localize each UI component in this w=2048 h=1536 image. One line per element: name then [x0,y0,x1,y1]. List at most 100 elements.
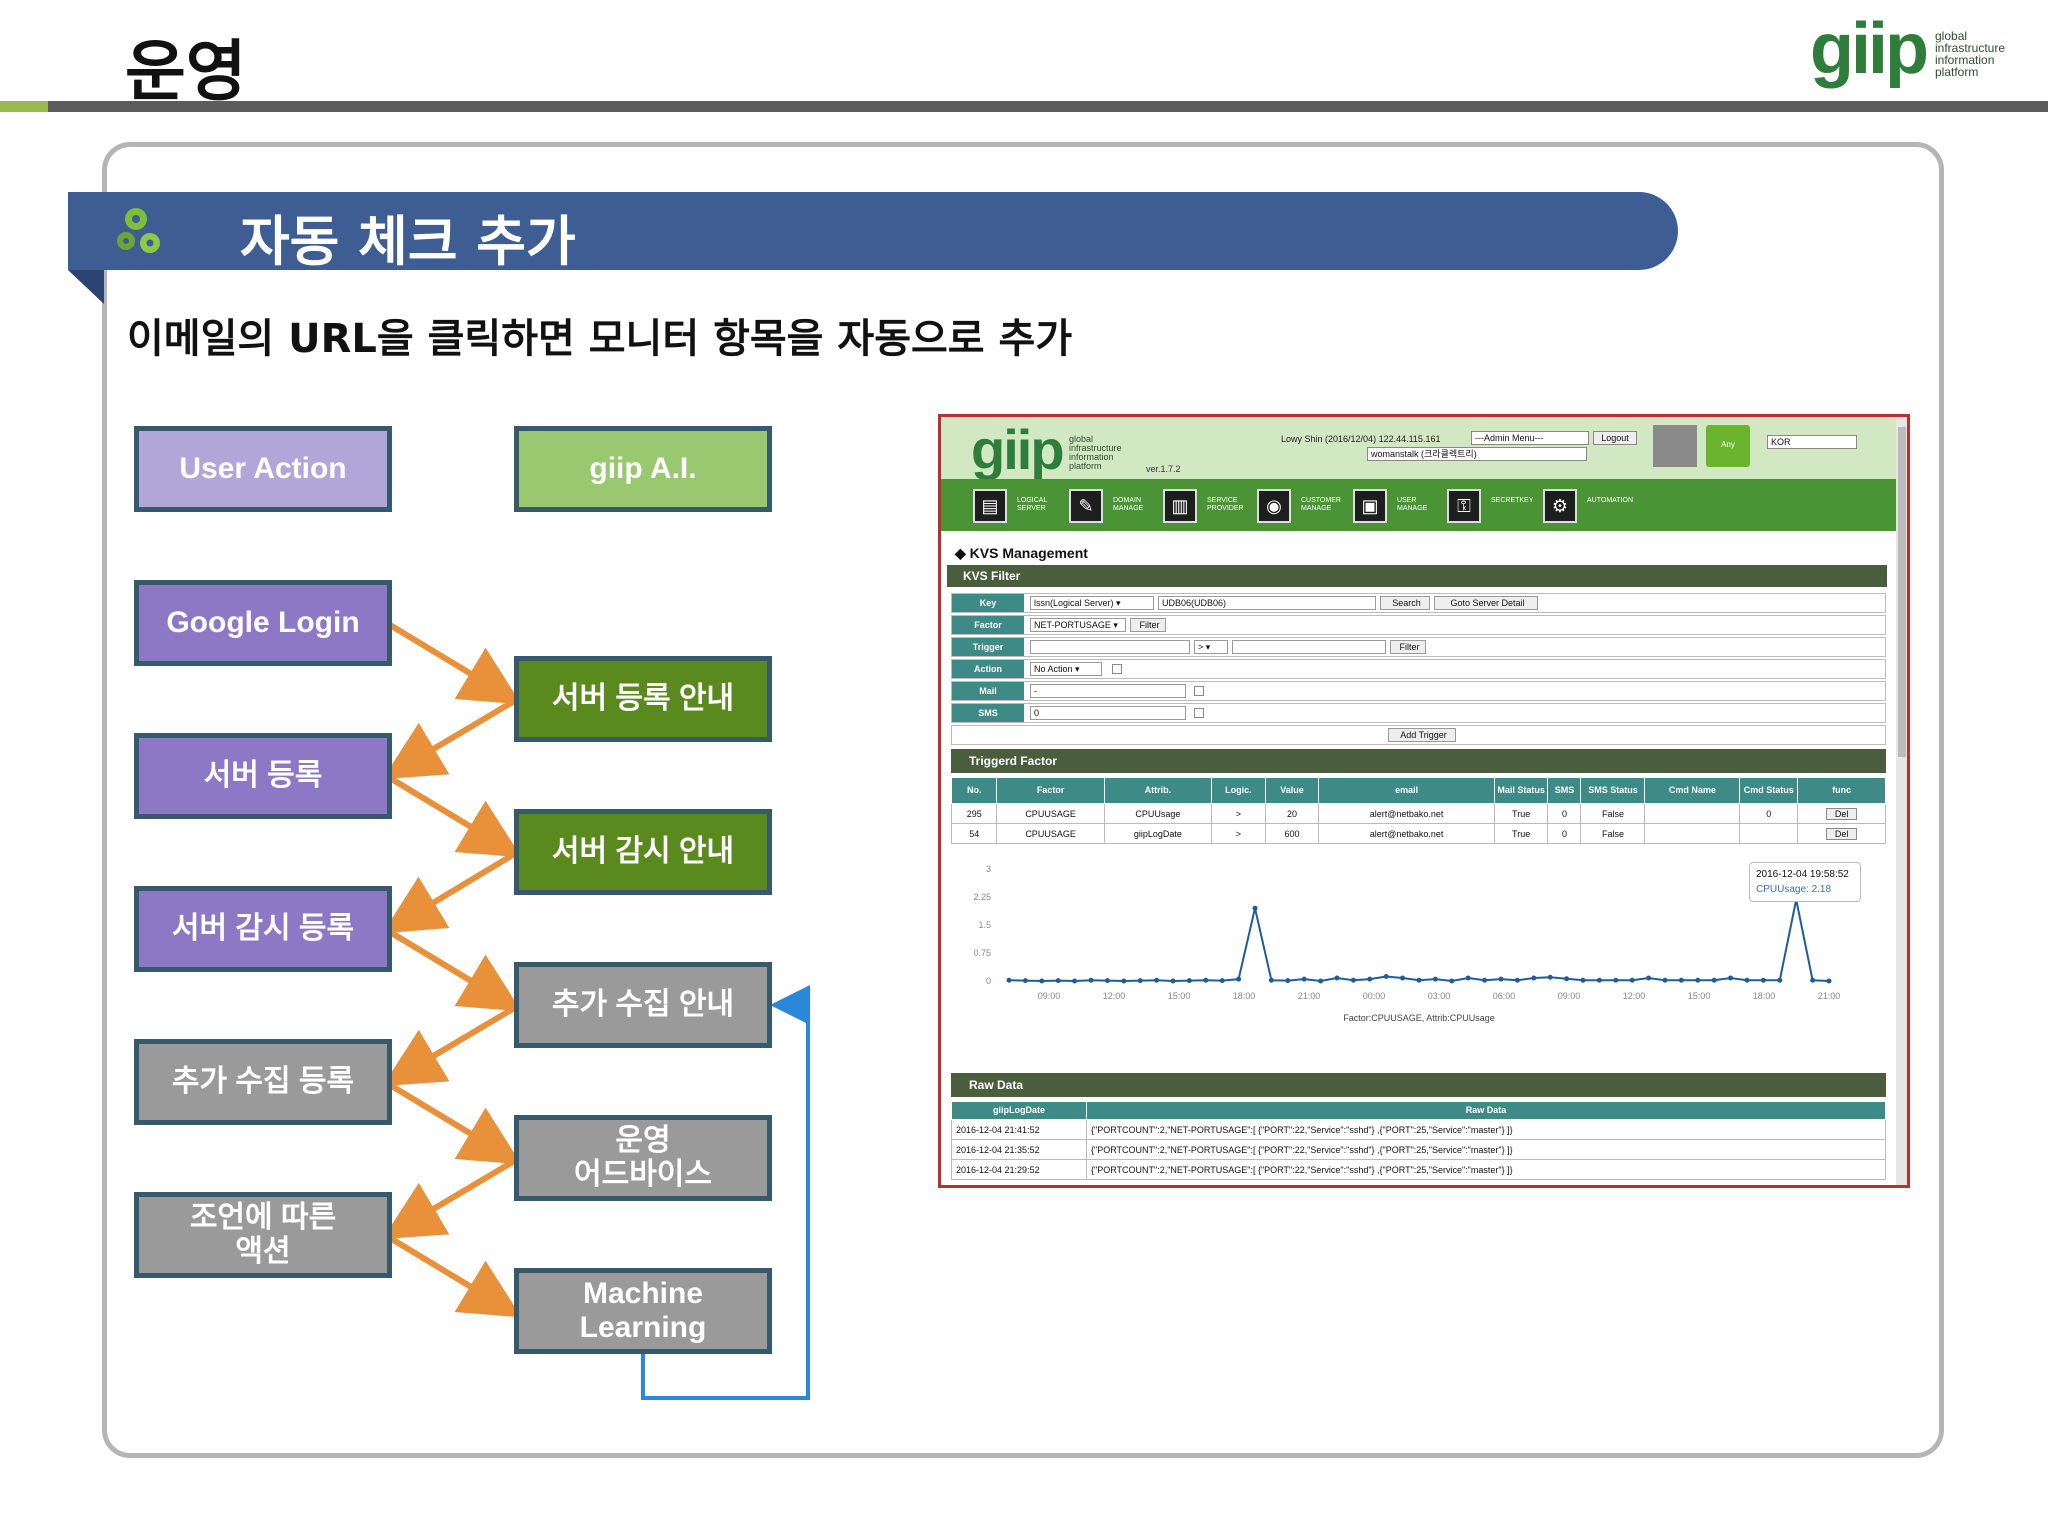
data-point[interactable] [1154,977,1160,983]
domain-icon[interactable]: ✎ [1069,489,1103,523]
globe-icon[interactable]: ◉ [1257,489,1291,523]
data-point[interactable] [1137,978,1143,984]
ai-server-monitor-guide: 서버 감시 안내 [514,809,772,895]
data-point[interactable] [1236,976,1242,982]
any-questions-button[interactable]: Any Questions [1706,425,1750,489]
header-divider-accent [0,101,48,112]
data-point[interactable] [1810,977,1816,983]
scrollbar[interactable] [1896,417,1907,1185]
data-point[interactable] [1039,978,1045,984]
goto-server-detail-button[interactable]: Goto Server Detail [1434,596,1538,610]
data-point[interactable] [1596,977,1602,983]
data-point[interactable] [1498,976,1504,982]
mail-checkbox[interactable] [1194,686,1204,696]
data-point[interactable] [1514,977,1520,983]
banner-title: 자동 체크 추가 [240,210,576,273]
app-logo[interactable]: giip [971,418,1065,481]
mail-input[interactable]: - [1030,684,1186,698]
data-point[interactable] [1711,977,1717,983]
data-point[interactable] [1318,978,1324,984]
x-tick-label: 06:00 [1493,991,1516,1001]
x-tick-label: 21:00 [1298,991,1321,1001]
search-button[interactable]: Search [1380,596,1430,610]
data-point[interactable] [1088,977,1094,983]
data-point[interactable] [1678,977,1684,983]
action-select[interactable]: No Action ▾ [1030,662,1102,676]
nav-label-secretkey[interactable]: SECRETKEY [1491,497,1534,504]
scrollbar-thumb[interactable] [1898,427,1906,757]
data-point[interactable] [1695,977,1701,983]
data-point[interactable] [1580,977,1586,983]
nav-label-domain[interactable]: DOMAIN MANAGE [1113,497,1144,512]
automation-gears-icon[interactable]: ⚙ [1543,489,1577,523]
data-point[interactable] [1400,975,1406,981]
data-point[interactable] [1055,978,1061,984]
data-point[interactable] [1350,977,1356,983]
data-point[interactable] [1531,975,1537,981]
nav-label-automation[interactable]: AUTOMATION [1587,497,1634,504]
data-point[interactable] [1383,974,1389,980]
data-point[interactable] [1547,974,1553,980]
data-point[interactable] [1334,975,1340,981]
delete-button[interactable]: Del [1825,827,1858,840]
data-point[interactable] [1613,977,1619,983]
data-point[interactable] [1449,978,1455,984]
trigger-operator-select[interactable]: > ▾ [1194,640,1228,654]
x-tick-label: 09:00 [1558,991,1581,1001]
data-point[interactable] [1252,905,1258,911]
factor-select[interactable]: NET-PORTUSAGE ▾ [1030,618,1126,632]
data-point[interactable] [1006,977,1012,983]
language-select[interactable]: KOR [1767,435,1857,449]
avatar[interactable] [1653,425,1697,467]
sms-checkbox[interactable] [1194,708,1204,718]
data-point[interactable] [1121,978,1127,984]
data-point[interactable] [1104,978,1110,984]
data-point[interactable] [1826,978,1832,984]
nav-label-logical-server[interactable]: LOGICAL SERVER [1017,497,1048,512]
data-point[interactable] [1760,977,1766,983]
data-point[interactable] [1564,976,1570,982]
server-icon[interactable]: ▤ [973,489,1007,523]
trigger-filter-button[interactable]: Filter [1390,640,1426,654]
data-point[interactable] [1432,976,1438,982]
factor-filter-button[interactable]: Filter [1130,618,1166,632]
action-checkbox[interactable] [1112,664,1122,674]
data-point[interactable] [1465,975,1471,981]
data-point[interactable] [1367,976,1373,982]
data-point[interactable] [1416,977,1422,983]
building-icon[interactable]: ▥ [1163,489,1197,523]
data-point[interactable] [1186,978,1192,984]
delete-button[interactable]: Del [1825,807,1858,820]
key-type-select[interactable]: lssn(Logical Server) ▾ [1030,596,1154,610]
data-point[interactable] [1301,976,1307,982]
trigger-input-1[interactable] [1030,640,1190,654]
data-point[interactable] [1662,977,1668,983]
data-point[interactable] [1203,977,1209,983]
nav-label-service-provider[interactable]: SERVICE PROVIDER [1207,497,1244,512]
data-point[interactable] [1170,978,1176,984]
key-value-select[interactable]: UDB06(UDB06) [1158,596,1376,610]
data-point[interactable] [1728,975,1734,981]
data-point[interactable] [1482,977,1488,983]
sms-input[interactable]: 0 [1030,706,1186,720]
data-point[interactable] [1744,977,1750,983]
data-point[interactable] [1646,975,1652,981]
user-card-icon[interactable]: ▣ [1353,489,1387,523]
filter-row-action: Action No Action ▾ [951,659,1886,679]
nav-label-user[interactable]: USER MANAGE [1397,497,1428,512]
data-point[interactable] [1777,977,1783,983]
data-point[interactable] [1072,978,1078,984]
data-point[interactable] [1629,977,1635,983]
lock-icon[interactable]: ⚿ [1447,489,1481,523]
logout-button[interactable]: Logout [1593,431,1637,445]
tenant-select[interactable]: womanstalk (크라클렉트리) [1367,447,1587,461]
data-point[interactable] [1219,978,1225,984]
add-trigger-button[interactable]: Add Trigger [1388,728,1456,742]
data-point[interactable] [1022,978,1028,984]
trigger-input-2[interactable] [1232,640,1386,654]
admin-menu-select[interactable]: ---Admin Menu--- [1471,431,1589,445]
data-point[interactable] [1285,978,1291,984]
nav-label-customer[interactable]: CUSTOMER MANAGE [1301,497,1341,512]
data-point[interactable] [1268,977,1274,983]
